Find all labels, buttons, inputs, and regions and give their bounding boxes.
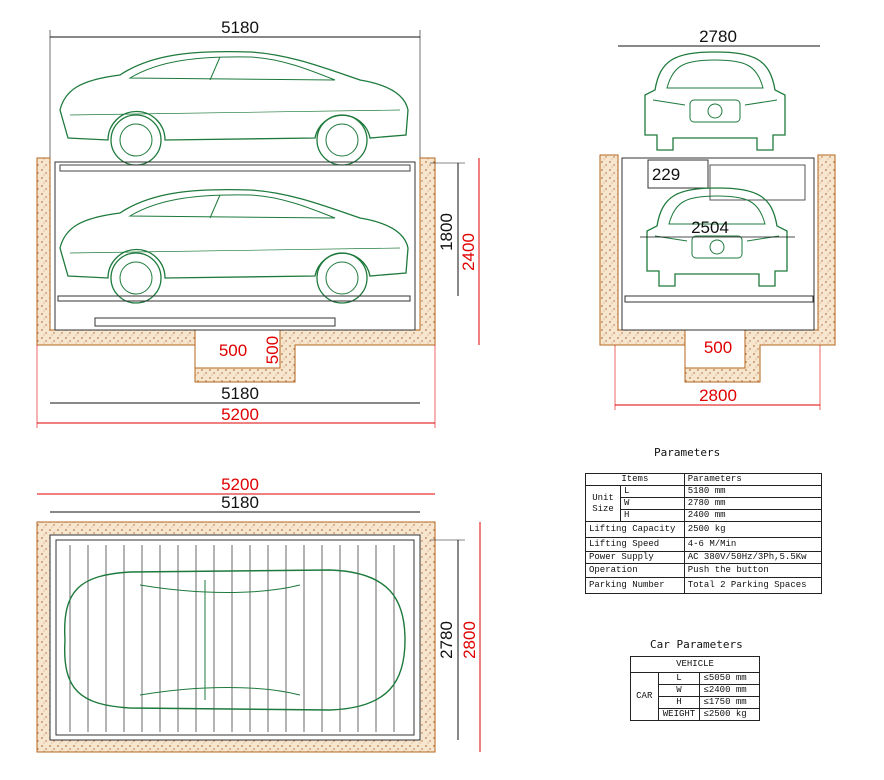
unit-size-label: Unit Size [585, 485, 621, 522]
dim-side-inner-height: 1800 [437, 213, 456, 251]
table-row: Items Parameters [585, 473, 823, 486]
front-view: 2780 229 2504 500 2800 [599, 27, 836, 410]
car-parameters-table: VEHICLE CAR L ≤5050 mm W≤2400 mm H≤1750 … [630, 656, 760, 721]
axis-label: WEIGHT [657, 708, 701, 721]
side-view: 5180 1800 2400 500 500 5180 5200 [36, 18, 480, 428]
table-row: W 2780 mm [586, 497, 823, 510]
dim-front-sump-width: 500 [704, 338, 732, 357]
value: Push the button [683, 563, 823, 578]
table-row: VEHICLE [630, 656, 760, 673]
header-vehicle: VEHICLE [630, 656, 760, 673]
car-group-label: CAR [630, 672, 659, 721]
item: Operation [585, 563, 685, 578]
axis-label: W [620, 497, 685, 510]
value: 2500 kg [683, 521, 823, 538]
car-parameters-title: Car Parameters [650, 638, 743, 651]
plan-view: 5200 5180 2780 2800 [36, 475, 481, 753]
dim-plan-width: 2780 [437, 621, 456, 659]
value: Total 2 Parking Spaces [683, 577, 823, 594]
value: 5180 mm [683, 485, 823, 498]
value: ≤2400 mm [699, 684, 760, 697]
header-items: Items [585, 473, 685, 486]
dim-plan-pit-length: 5200 [221, 475, 259, 494]
axis-label: L [657, 672, 701, 685]
dim-plan-length: 5180 [221, 493, 259, 512]
value: 2780 mm [683, 497, 823, 510]
value: ≤5050 mm [699, 672, 760, 685]
dim-front-top-width: 2780 [699, 27, 737, 46]
value: ≤1750 mm [699, 696, 760, 709]
dim-side-bottom-length: 5180 [221, 384, 259, 403]
lower-car-side [59, 188, 409, 304]
dim-side-sump-width: 500 [219, 341, 247, 360]
dim-front-pit-width: 2800 [699, 386, 737, 405]
axis-label: H [657, 696, 701, 709]
item: Lifting Capacity [585, 521, 685, 538]
dim-side-top-length: 5180 [221, 18, 259, 37]
item: Lifting Speed [585, 537, 685, 552]
header-parameters: Parameters [683, 473, 823, 486]
dim-plan-pit-width: 2800 [460, 621, 479, 659]
value: ≤2500 kg [699, 708, 760, 721]
table-row: W≤2400 mm [631, 684, 760, 697]
parameters-table: Items Parameters Unit Size L 5180 mm W 2… [585, 473, 823, 594]
axis-label: W [657, 684, 701, 697]
dim-side-pit-depth: 2400 [459, 233, 478, 271]
table-row: CAR L ≤5050 mm [630, 672, 760, 721]
value: 4-6 M/Min [683, 537, 823, 552]
parameters-title: Parameters [654, 446, 721, 459]
table-row: Unit Size L 5180 mm [585, 485, 823, 522]
table-row: WEIGHT≤2500 kg [631, 708, 760, 721]
item: Parking Number [585, 577, 685, 594]
axis-label: H [620, 509, 685, 522]
upper-car-front [644, 51, 786, 151]
item: Power Supply [585, 551, 685, 564]
dim-front-inner-width: 2504 [691, 218, 729, 237]
value: AC 380V/50Hz/3Ph,5.5Kw [683, 551, 823, 564]
car-plan-outline [63, 569, 406, 711]
value: 2400 mm [683, 509, 823, 522]
axis-label: L [620, 485, 685, 498]
table-row: H 2400 mm [586, 509, 823, 522]
upper-car-side [59, 50, 409, 166]
dim-side-sump-depth: 500 [263, 336, 282, 364]
dim-side-pit-length: 5200 [221, 405, 259, 424]
dim-front-offset: 229 [652, 165, 680, 184]
